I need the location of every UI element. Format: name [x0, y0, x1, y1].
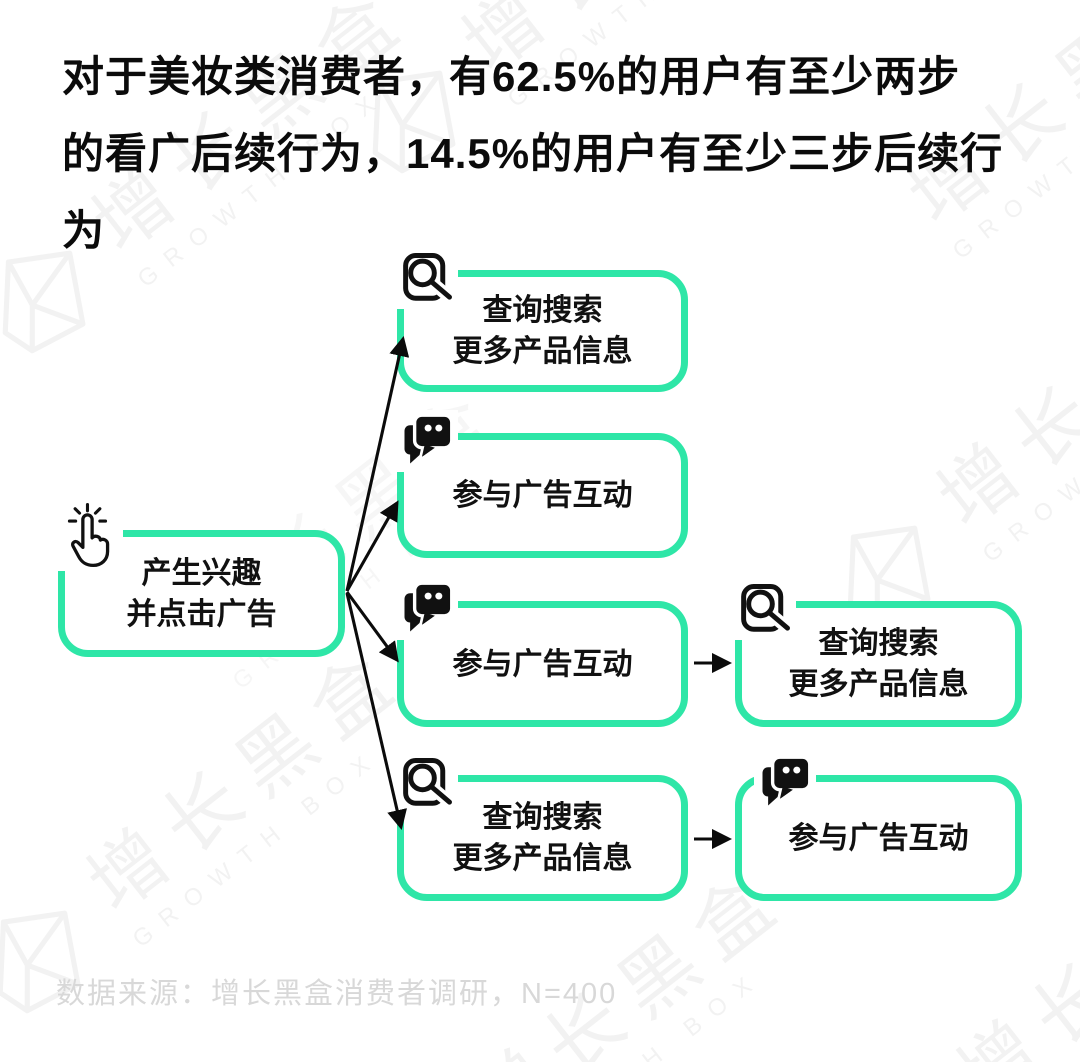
node-label: 更多产品信息: [452, 335, 633, 368]
node-search-more-info-3: 查询搜索 更多产品信息: [396, 752, 688, 901]
node-engage-ad-2: 参与广告互动: [396, 578, 688, 727]
title-line-1: 对于美妆类消费者，有62.5%的用户有至少两步: [62, 53, 961, 100]
arrow-to-branch-3: [345, 591, 399, 663]
node-engage-ad-3: 参与广告互动: [735, 752, 1022, 901]
node-label: 产生兴趣: [141, 556, 262, 590]
chat-bubbles-icon: [396, 410, 458, 472]
node-search-more-info-2: 查询搜索 更多产品信息: [734, 578, 1022, 727]
node-interest-click-ad: 产生兴趣 并点击广告: [53, 499, 345, 657]
arrow-to-branch-2: [345, 500, 399, 592]
node-label: 查询搜索: [482, 294, 603, 327]
node-label: 参与广告互动: [452, 647, 633, 681]
chat-bubbles-icon: [396, 578, 458, 640]
watermark-cn: 增长黑盒: [72, 630, 422, 929]
arrow-to-branch-1: [345, 335, 410, 592]
chat-bubbles-icon: [754, 752, 816, 814]
title-line-3: 为: [62, 207, 106, 254]
page-title: 对于美妆类消费者，有62.5%的用户有至少两步 的看广后续行为，14.5%的用户…: [62, 38, 1047, 269]
search-icon: [396, 752, 458, 814]
node-label: 更多产品信息: [452, 842, 633, 875]
search-icon: [734, 578, 796, 640]
node-search-more-info-1: 查询搜索 更多产品信息: [396, 247, 688, 392]
node-label: 更多产品信息: [788, 668, 969, 701]
node-label: 查询搜索: [818, 627, 939, 660]
search-icon: [396, 247, 458, 309]
node-label: 并点击广告: [126, 597, 277, 631]
node-label: 查询搜索: [482, 801, 603, 834]
watermark-en: GROWTH BOX: [977, 358, 1080, 568]
node-label: 参与广告互动: [452, 479, 633, 512]
watermark-en: GROWTH BOX: [127, 742, 386, 953]
watermark-en: GROWTH BOX: [998, 894, 1080, 1062]
growth-box-logo-icon: [0, 869, 122, 1049]
data-source-note: 数据来源：增长黑盒消费者调研，N=400: [56, 978, 618, 1010]
title-line-2: 的看广后续行为，14.5%的用户有至少三步后续行: [62, 130, 1004, 177]
arrow-to-branch-4: [345, 592, 407, 831]
tap-click-icon: [53, 499, 123, 571]
watermark-cn: 增长黑盒: [922, 245, 1080, 544]
node-label: 参与广告互动: [788, 821, 969, 855]
node-engage-ad-1: 参与广告互动: [396, 410, 688, 558]
